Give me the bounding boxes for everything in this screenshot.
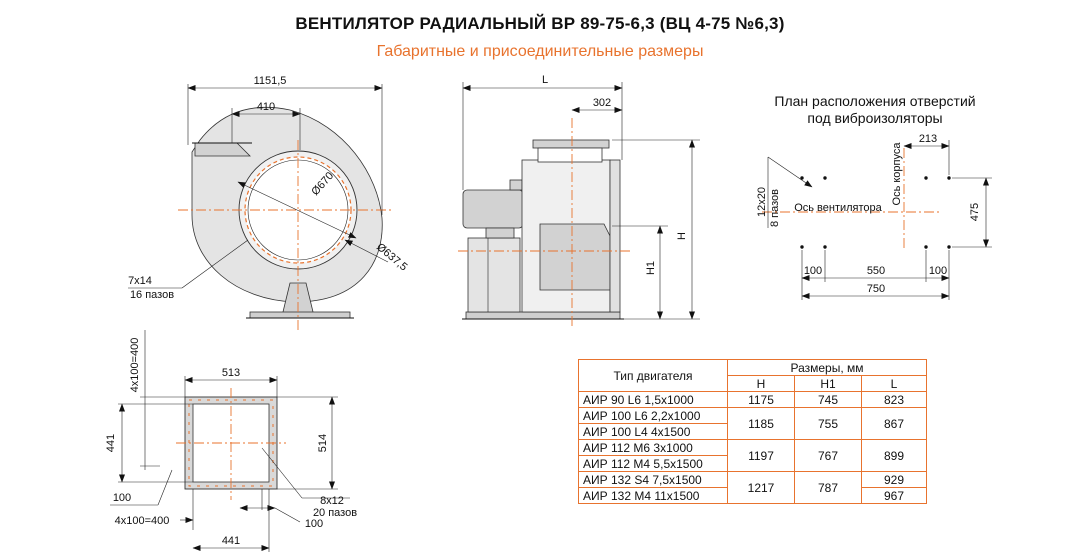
table-cell-h: 1217 — [727, 471, 795, 504]
dim-axis-height: H1 — [645, 261, 657, 275]
table-cell-h1: 745 — [794, 391, 862, 408]
plan-dim-top: 213 — [919, 133, 937, 145]
table-cell-h1: 767 — [794, 439, 862, 472]
dim-edge-offset-bottom: 100 — [305, 518, 323, 530]
side-view: L 302 H H1 — [458, 74, 700, 326]
vibration-holes — [800, 176, 951, 249]
plan-title-line2: под виброизоляторы — [807, 110, 943, 126]
table-cell-l: 867 — [861, 407, 927, 440]
table-header-l: L — [861, 375, 927, 392]
table-header-h1: H1 — [794, 375, 862, 392]
page-title: ВЕНТИЛЯТОР РАДИАЛЬНЫЙ ВР 89-75-6,3 (ВЦ 4… — [295, 14, 785, 33]
table-cell-motor: АИР 90 L6 1,5х1000 — [578, 391, 728, 408]
side-base-frame — [465, 311, 621, 320]
table-row: АИР 90 L6 1,5х1000 1175 745 823 — [578, 391, 927, 408]
dim-width-inner: 441 — [222, 535, 240, 547]
dim-width: 513 — [222, 367, 240, 379]
plan-axis-fan: Ось вентилятора — [794, 202, 882, 214]
dim-height: H — [676, 232, 688, 240]
table-cell-motor: АИР 132 М4 11х1500 — [578, 487, 728, 504]
table-cell-l: 929 — [861, 471, 927, 488]
plan-title-line1: План расположения отверстий — [774, 93, 976, 109]
table-cell-l: 967 — [861, 487, 927, 504]
table-header-motor: Тип двигателя — [578, 359, 728, 392]
plan-view: 12х20 8 пазов Ось вентилятора Ось корпус… — [756, 133, 992, 300]
side-outlet-flange — [532, 139, 610, 149]
table-row: АИР 112 М6 3х1000 1197 767 899 — [578, 439, 927, 472]
flange-view: 513 4х100=400 441 514 100 4х100=400 8х12… — [105, 330, 357, 552]
flange-slot-size: 8х12 — [320, 495, 344, 507]
table-row: АИР 100 L4 4х1500 — [578, 423, 927, 440]
plan-dim-right: 475 — [969, 203, 981, 221]
plan-title: План расположения отверстий под виброизо… — [740, 93, 1010, 127]
slot-size: 7х14 — [128, 275, 152, 287]
table-header-sizes: Размеры, мм — [727, 359, 927, 376]
plan-hole-size: 12х20 — [756, 187, 768, 217]
dim-edge-offset: 100 — [113, 492, 131, 504]
table-row: АИР 100 L6 2,2х1000 1185 755 867 — [578, 407, 927, 440]
table-cell-motor: АИР 100 L6 2,2х1000 — [578, 407, 728, 424]
table-cell-h1: 755 — [794, 407, 862, 440]
plan-axis-body: Ось корпуса — [891, 142, 903, 206]
plan-dim-right-edge: 100 — [929, 265, 947, 277]
motor-dimensions-table: Тип двигателя Размеры, мм H H1 L АИР 90 … — [578, 359, 927, 504]
table-cell-motor: АИР 132 S4 7,5х1500 — [578, 471, 728, 488]
dim-bolt-pitch-horizontal: 4х100=400 — [115, 515, 170, 527]
dim-outlet: 302 — [593, 97, 611, 109]
table-cell-motor: АИР 112 М4 5,5х1500 — [578, 455, 728, 472]
motor-body — [462, 189, 524, 229]
dim-bolt-pitch-vertical: 4х100=400 — [129, 338, 141, 393]
dim-length: L — [542, 74, 548, 86]
plan-dim-left-edge: 100 — [804, 265, 822, 277]
table-header-row: Тип двигателя Размеры, мм — [578, 359, 927, 392]
table-cell-h: 1175 — [727, 391, 795, 408]
slot-count: 16 пазов — [130, 289, 174, 301]
table-row: АИР 132 М4 11х1500 967 — [578, 487, 927, 504]
page-subtitle: Габаритные и присоединительные размеры — [376, 43, 704, 60]
table-cell-motor: АИР 112 М6 3х1000 — [578, 439, 728, 456]
dim-height-inner: 441 — [105, 434, 117, 452]
table-cell-motor: АИР 100 L4 4х1500 — [578, 423, 728, 440]
plan-dim-total: 750 — [867, 283, 885, 295]
table-header-h: H — [727, 375, 795, 392]
plan-dim-middle: 550 — [867, 265, 885, 277]
base-frame — [249, 311, 351, 319]
table-cell-l: 823 — [861, 391, 927, 408]
dim-height-outer: 514 — [317, 434, 329, 452]
table-cell-h: 1197 — [727, 439, 795, 472]
flange-slot-count: 20 пазов — [313, 507, 357, 519]
table-row: АИР 132 S4 7,5х1500 1217 787 929 — [578, 471, 927, 504]
front-view: 1151,5 410 Ø670 Ø637,5 7х14 16 пазов — [128, 75, 409, 330]
dim-total-width: 1151,5 — [254, 75, 287, 87]
dim-outlet-offset: 410 — [257, 101, 275, 113]
table-cell-l: 899 — [861, 439, 927, 472]
motor-frame — [467, 237, 521, 313]
table-cell-h1: 787 — [794, 471, 862, 504]
table-cell-h: 1185 — [727, 407, 795, 440]
plan-hole-count: 8 пазов — [769, 189, 781, 227]
